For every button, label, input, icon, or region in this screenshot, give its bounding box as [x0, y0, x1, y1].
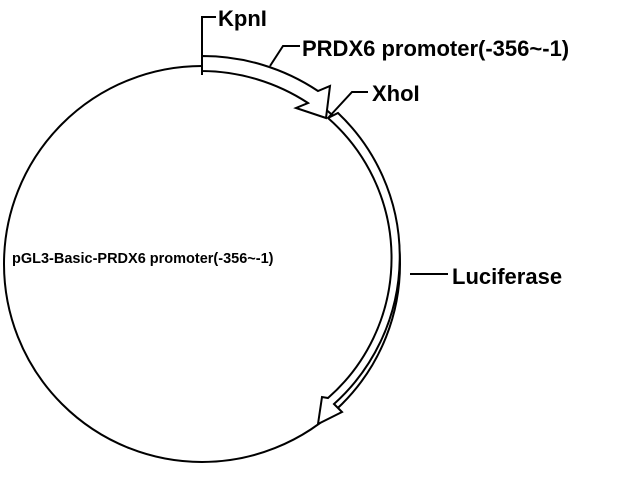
promoter-feature-arrow: [201, 54, 332, 120]
xhoi-leader-line: [327, 91, 368, 119]
promoter-label: PRDX6 promoter(-356~-1): [302, 36, 569, 61]
promoter-leader-line: [269, 45, 300, 67]
luciferase-feature-arrow: [316, 111, 401, 426]
xhoi-label: XhoI: [372, 81, 420, 106]
kpni-label: KpnI: [218, 6, 267, 31]
kpni-leader-line: [201, 16, 216, 75]
plasmid-name-label: pGL3-Basic-PRDX6 promoter(-356~-1): [12, 251, 274, 267]
luciferase-label: Luciferase: [452, 264, 562, 289]
